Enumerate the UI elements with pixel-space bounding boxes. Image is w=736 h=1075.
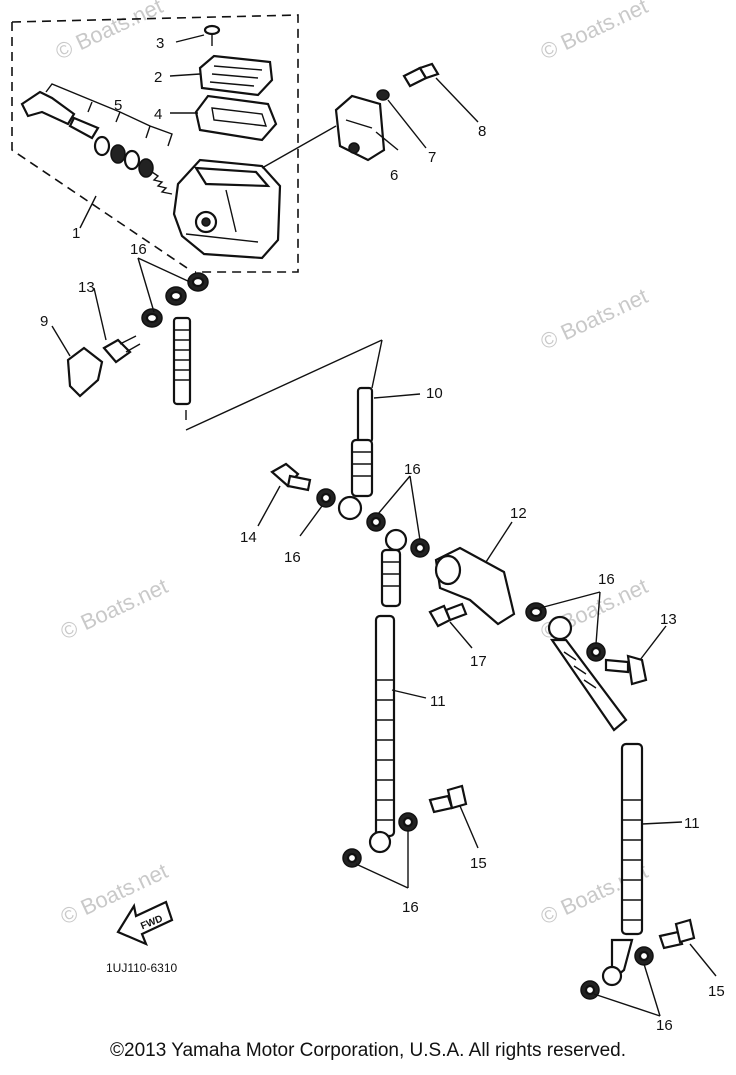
- holder-part-6: [334, 94, 386, 162]
- bolt-part-17: [428, 602, 468, 628]
- assembly-boundary: [11, 14, 299, 273]
- callout-16: 16: [598, 571, 615, 588]
- leader-lines: [51, 34, 717, 1017]
- watermark: © Boats.net: [52, 0, 167, 65]
- watermark: © Boats.net: [537, 0, 652, 65]
- union-bolt-part-14: [270, 462, 312, 492]
- callout-5: 5: [114, 97, 122, 114]
- parts-diagram: © Boats.net © Boats.net © Boats.net © Bo…: [11, 0, 725, 1030]
- boot-part-9: [66, 346, 104, 398]
- master-cylinder-part-1: [172, 158, 282, 260]
- callout-14: 14: [240, 529, 257, 546]
- callout-16: 16: [404, 461, 421, 478]
- forward-arrow: FWD: [116, 900, 174, 947]
- callout-11: 11: [684, 815, 700, 832]
- leader-line: [185, 339, 383, 431]
- callout-11: 11: [430, 693, 446, 710]
- screw-part-3: [203, 24, 221, 46]
- union-bolt-part-15: [658, 918, 696, 950]
- callout-13: 13: [660, 611, 677, 628]
- callout-16: 16: [130, 241, 147, 258]
- bolt-part-8: [402, 62, 440, 88]
- callout-3: 3: [156, 35, 164, 52]
- callout-9: 9: [40, 313, 48, 330]
- callout-2: 2: [154, 69, 162, 86]
- callout-10: 10: [426, 385, 443, 402]
- callout-1: 1: [72, 225, 80, 242]
- watermark: © Boats.net: [57, 573, 172, 644]
- piston-kit-part-5: [20, 83, 173, 195]
- callout-4: 4: [154, 106, 162, 123]
- joint-part-12: [434, 546, 516, 626]
- callout-12: 12: [510, 505, 527, 522]
- union-bolt-part-13: [102, 335, 141, 364]
- washer-part-7: [376, 89, 390, 101]
- brake-hose-part-11-left: [368, 528, 408, 854]
- brake-hose-part-11-right: [547, 615, 644, 987]
- watermark: © Boats.net: [537, 283, 652, 354]
- union-bolt-part-13: [604, 654, 648, 686]
- callout-17: 17: [470, 653, 487, 670]
- callout-16: 16: [284, 549, 301, 566]
- copyright-notice: ©2013 Yamaha Motor Corporation, U.S.A. A…: [110, 1040, 626, 1061]
- callout-7: 7: [428, 149, 436, 166]
- reference-code: 1UJ110-6310: [106, 961, 177, 975]
- callout-15: 15: [708, 983, 725, 1000]
- callout-13: 13: [78, 279, 95, 296]
- callout-labels: 3 2 4 5 1 6 7 8 16 13 9 10 14 16 16 12 1…: [40, 35, 725, 1030]
- callout-16: 16: [656, 1017, 673, 1030]
- callout-15: 15: [470, 855, 487, 872]
- callout-8: 8: [478, 123, 486, 140]
- callout-16: 16: [402, 899, 419, 916]
- diaphragm-part-4: [194, 94, 278, 142]
- callout-6: 6: [390, 167, 398, 184]
- brake-hose-part-10: [172, 316, 374, 521]
- union-bolt-part-15: [428, 784, 468, 814]
